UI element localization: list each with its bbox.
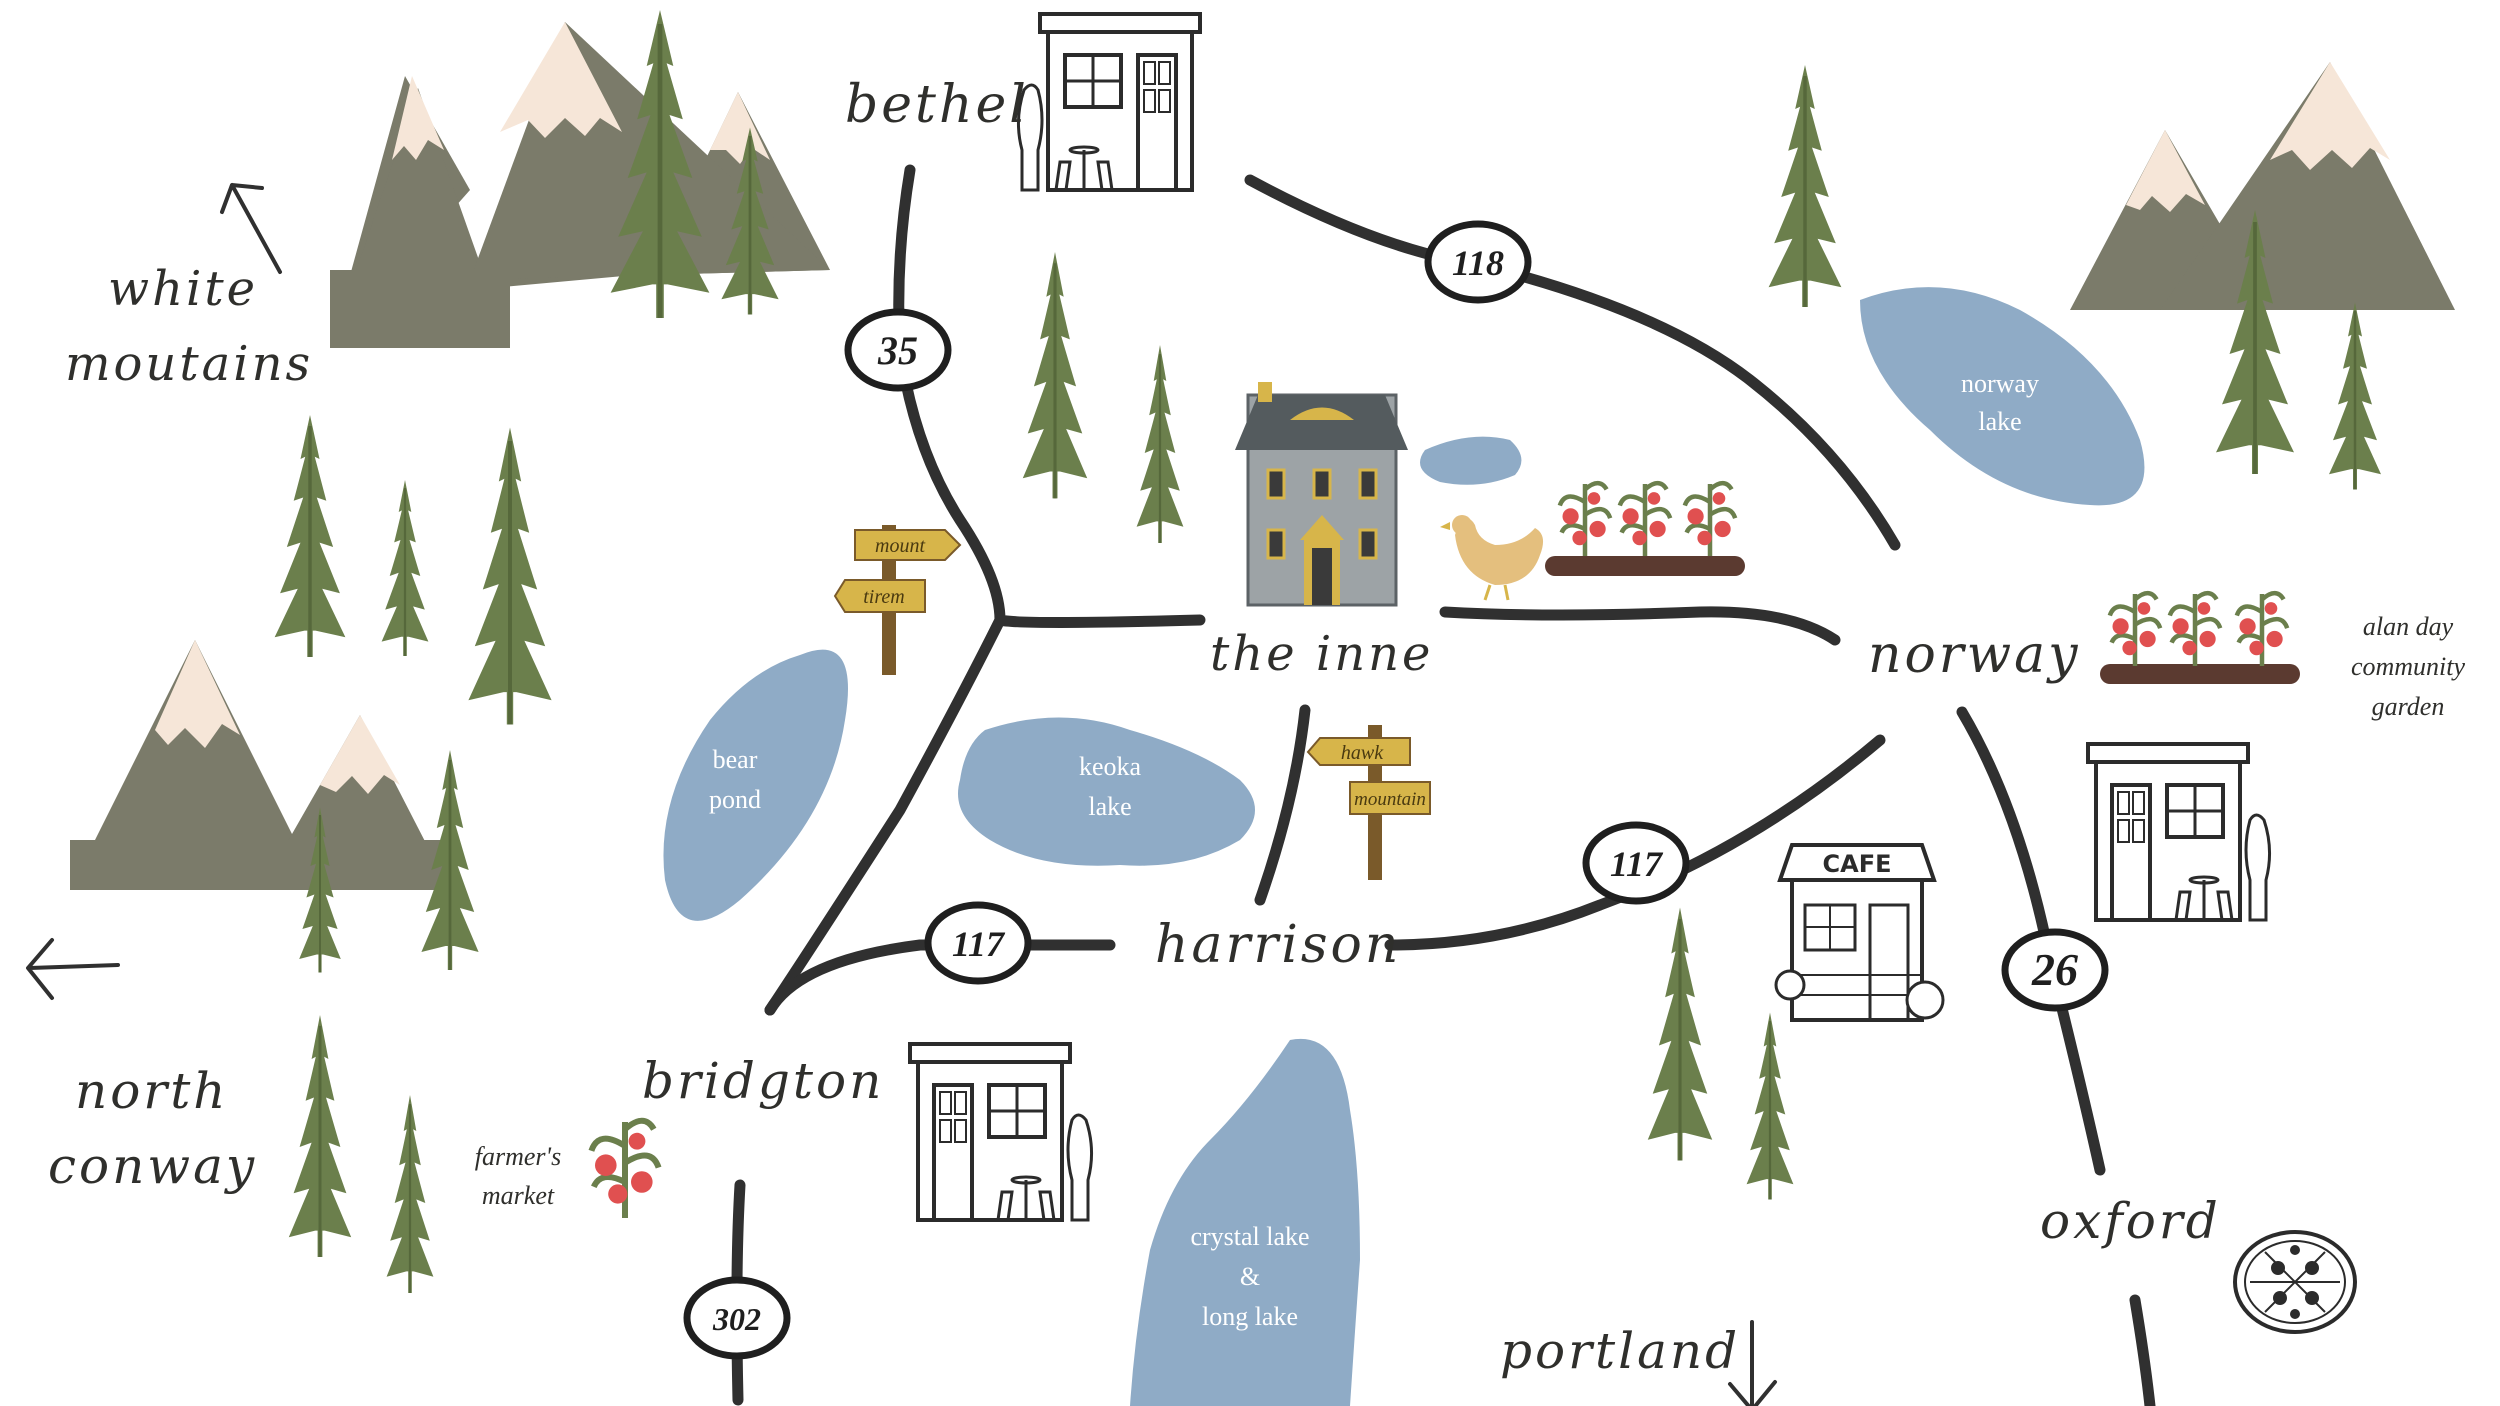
route-35-label: 35 xyxy=(877,328,918,373)
route-302-shield: 302 xyxy=(687,1280,787,1356)
signpost-hawk-mountain: hawk mountain xyxy=(1306,725,1431,880)
crystal-lake-label: crystal lake xyxy=(1190,1222,1309,1251)
mountains-left xyxy=(70,415,552,1293)
garden-bed-norway xyxy=(2100,593,2300,684)
cafe-building: CAFE xyxy=(1774,843,1945,1022)
road-117-west xyxy=(764,939,1116,1016)
garden-label-3: garden xyxy=(2372,692,2445,721)
sign-tirem-label: tirem xyxy=(863,586,904,608)
road-35-north xyxy=(893,164,1206,628)
route-117-east-label: 117 xyxy=(1610,844,1664,884)
crystal-lake-label-2: & xyxy=(1240,1262,1260,1291)
farmers-market-label: farmer's xyxy=(475,1142,561,1171)
town-label-bridgton: bridgton xyxy=(642,1052,884,1110)
route-26-shield: 26 xyxy=(2005,932,2105,1008)
cafe-sign: CAFE xyxy=(1823,850,1892,878)
town-label-oxford: oxford xyxy=(2040,1192,2221,1250)
route-26-label: 26 xyxy=(2031,944,2078,995)
town-label-portland: portland xyxy=(1500,1322,1740,1380)
norway-lake-label: norway xyxy=(1961,369,2039,398)
garden-bed-inn xyxy=(1545,483,1745,576)
norway-lake: norway lake xyxy=(1860,287,2145,506)
keoka-lake: keoka lake xyxy=(958,717,1255,866)
keoka-lake-label: keoka xyxy=(1079,752,1142,781)
bear-pond-label-2: pond xyxy=(709,785,761,814)
arrow-down-icon xyxy=(1728,1320,1777,1406)
route-302-label: 302 xyxy=(712,1301,761,1337)
route-117-west-label: 117 xyxy=(952,924,1006,964)
town-label-white-mountains-2: moutains xyxy=(65,336,313,392)
bear-pond-label: bear xyxy=(713,745,758,774)
road-harrison-north xyxy=(1254,704,1311,906)
garden-label-2: community xyxy=(2351,652,2466,681)
town-label-norway: norway xyxy=(1868,625,2081,685)
arrow-up-left-icon xyxy=(220,183,282,274)
chicken-icon xyxy=(1440,515,1544,601)
road-26-south xyxy=(2129,1294,2156,1406)
road-35-south xyxy=(764,614,1006,1016)
pizza-icon xyxy=(2233,1230,2357,1334)
arrow-left-icon xyxy=(26,938,120,1000)
town-label-bethel: bethel xyxy=(845,75,1029,135)
route-117-west-shield: 117 xyxy=(928,905,1028,981)
signpost-mount-tirem: mount tirem xyxy=(833,525,962,675)
town-label-white-mountains: white xyxy=(108,261,258,317)
route-117-east-shield: 117 xyxy=(1586,825,1686,901)
mountains-top-right xyxy=(1769,62,2455,490)
farmers-market-label-2: market xyxy=(482,1181,555,1210)
sign-hawk-label: hawk xyxy=(1341,742,1384,764)
town-label-harrison: harrison xyxy=(1155,915,1401,975)
crystal-lake-label-3: long lake xyxy=(1202,1302,1298,1331)
inn-building xyxy=(1235,382,1408,607)
sign-mountain-label: mountain xyxy=(1354,789,1426,810)
small-pond xyxy=(1420,436,1522,485)
garden-label: alan day xyxy=(2363,612,2454,641)
trees-center xyxy=(1023,252,1794,1200)
road-118 xyxy=(1244,174,1901,551)
shop-bridgton xyxy=(908,1042,1094,1222)
sign-mount-label: mount xyxy=(875,535,925,557)
norway-lake-label-2: lake xyxy=(1978,407,2021,436)
shop-norway xyxy=(2086,742,2272,922)
keoka-lake-label-2: lake xyxy=(1088,792,1131,821)
town-label-north-conway: north xyxy=(75,1062,229,1120)
route-35-shield: 35 xyxy=(848,312,948,388)
route-118-shield: 118 xyxy=(1428,224,1528,300)
crystal-lake: crystal lake & long lake xyxy=(1130,1038,1360,1406)
shop-bethel xyxy=(1016,12,1202,192)
road-inne-norway xyxy=(1439,606,1841,646)
town-label-the-inne: the inne xyxy=(1210,626,1433,682)
farmers-market-tomato-icon xyxy=(591,1121,658,1218)
bear-pond: bear pond xyxy=(663,649,848,921)
route-118-label: 118 xyxy=(1452,243,1504,283)
mountains-top-left xyxy=(330,10,830,348)
town-label-north-conway-2: conway xyxy=(48,1137,257,1195)
